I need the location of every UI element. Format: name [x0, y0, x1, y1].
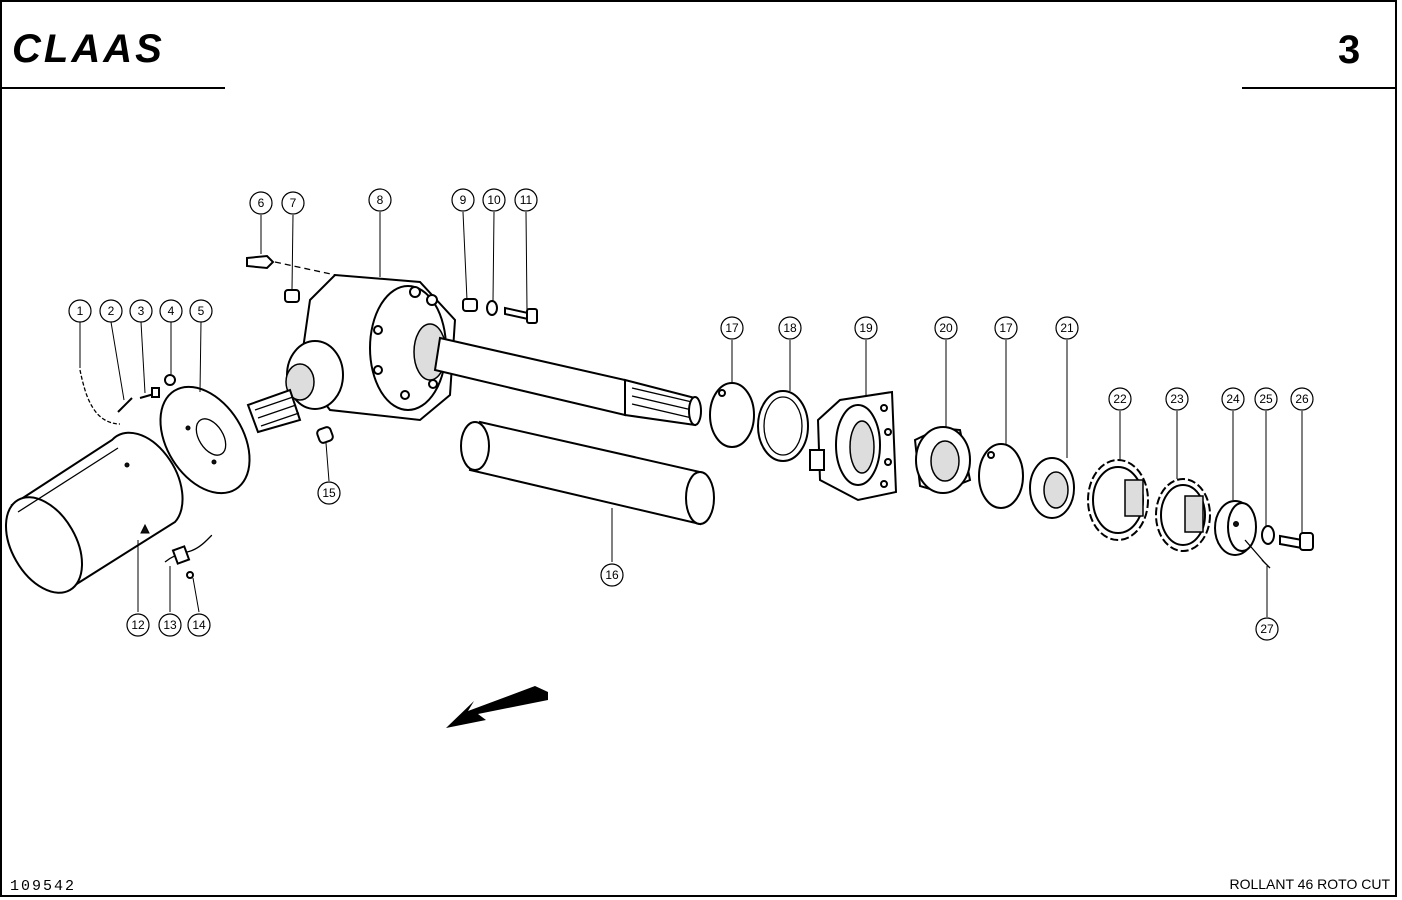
- part-2-pin: [117, 397, 133, 413]
- svg-text:27: 27: [1260, 622, 1274, 636]
- svg-text:16: 16: [605, 568, 619, 582]
- part-27-pin: [1244, 539, 1271, 569]
- svg-text:17: 17: [999, 321, 1013, 335]
- part-3-bolt: [139, 387, 160, 399]
- direction-arrow: [446, 686, 548, 728]
- callout-5: 5: [189, 299, 213, 323]
- svg-text:3: 3: [138, 304, 145, 318]
- svg-text:1: 1: [77, 304, 84, 318]
- callout-21: 21: [1055, 316, 1079, 340]
- part-26-bolt: [1279, 532, 1314, 551]
- callout-11: 11: [514, 188, 538, 212]
- callout-18: 18: [778, 316, 802, 340]
- drawing-number: 109542: [10, 878, 76, 895]
- callout-17b: 17: [994, 316, 1018, 340]
- svg-text:8: 8: [377, 193, 384, 207]
- part-17-circlip: [709, 382, 755, 448]
- callout-9: 9: [451, 188, 475, 212]
- part-12-guard-cylinder: [5, 431, 184, 594]
- callout-7: 7: [281, 191, 305, 215]
- svg-text:11: 11: [520, 193, 533, 207]
- model-name: ROLLANT 46 ROTO CUT: [1229, 876, 1390, 892]
- callout-13: 13: [158, 613, 182, 637]
- svg-text:9: 9: [460, 193, 467, 207]
- part-15-plug: [316, 426, 334, 444]
- callout-14: 14: [187, 613, 211, 637]
- callout-2: 2: [99, 299, 123, 323]
- svg-text:24: 24: [1226, 392, 1240, 406]
- part-19-bearing-housing: [809, 390, 898, 502]
- svg-text:22: 22: [1113, 392, 1127, 406]
- part-25-washer: [1261, 525, 1275, 545]
- svg-text:7: 7: [290, 196, 297, 210]
- callout-6: 6: [249, 191, 273, 215]
- part-17-circlip-second: [978, 443, 1024, 509]
- part-6-grease-nipple: [246, 254, 341, 277]
- svg-text:14: 14: [192, 618, 206, 632]
- svg-text:26: 26: [1295, 392, 1309, 406]
- svg-text:12: 12: [131, 618, 145, 632]
- part-4-nut: [164, 374, 176, 386]
- svg-text:15: 15: [322, 486, 336, 500]
- svg-text:21: 21: [1060, 321, 1074, 335]
- callout-22: 22: [1108, 387, 1132, 411]
- part-22-sprocket: [1087, 459, 1149, 541]
- callout-1: 1: [68, 299, 92, 323]
- svg-text:10: 10: [487, 193, 501, 207]
- callout-24: 24: [1221, 387, 1245, 411]
- svg-text:17: 17: [725, 321, 739, 335]
- callout-20: 20: [934, 316, 958, 340]
- part-18-ring: [757, 390, 809, 462]
- page-number: 3: [1338, 28, 1360, 72]
- part-5-plate: [159, 385, 251, 495]
- part-7-plug: [284, 289, 300, 303]
- part-16-tube: [460, 420, 715, 526]
- callout-25: 25: [1254, 387, 1278, 411]
- part-10-washer: [486, 300, 498, 316]
- svg-text:6: 6: [258, 196, 265, 210]
- svg-text:20: 20: [939, 321, 953, 335]
- svg-text:13: 13: [163, 618, 177, 632]
- callout-leaders: [79, 211, 1303, 617]
- svg-text:19: 19: [859, 321, 873, 335]
- part-13-clip: [164, 534, 213, 565]
- callout-27: 27: [1255, 617, 1279, 641]
- svg-text:4: 4: [168, 304, 175, 318]
- part-14-screw: [186, 571, 194, 579]
- callout-10: 10: [482, 188, 506, 212]
- callout-15: 15: [317, 481, 341, 505]
- svg-text:25: 25: [1259, 392, 1273, 406]
- svg-text:2: 2: [108, 304, 115, 318]
- callout-19: 19: [854, 316, 878, 340]
- brand-logo: CLAAS: [12, 27, 165, 71]
- part-23-sprocket: [1155, 478, 1211, 552]
- svg-text:23: 23: [1170, 392, 1184, 406]
- part-8-gearbox: [246, 273, 457, 434]
- svg-text:5: 5: [198, 304, 205, 318]
- part-20-bearing: [913, 426, 972, 494]
- callout-23: 23: [1165, 387, 1189, 411]
- callout-26: 26: [1290, 387, 1314, 411]
- callout-3: 3: [129, 299, 153, 323]
- part-21-bush: [1029, 457, 1075, 519]
- output-shaft: [433, 336, 702, 427]
- part-24-cap: [1214, 500, 1257, 556]
- callout-bubbles: 1 2 3 4 5 6 7 8 9 10 11 12 13 14 15 16 1…: [68, 188, 1314, 641]
- part-1-chain: [79, 369, 121, 425]
- callout-4: 4: [159, 299, 183, 323]
- callout-8: 8: [368, 188, 392, 212]
- part-11-bolt: [504, 306, 538, 324]
- svg-text:18: 18: [783, 321, 797, 335]
- part-9-plug: [462, 298, 478, 312]
- callout-17a: 17: [720, 316, 744, 340]
- callout-16: 16: [600, 563, 624, 587]
- callout-12: 12: [126, 613, 150, 637]
